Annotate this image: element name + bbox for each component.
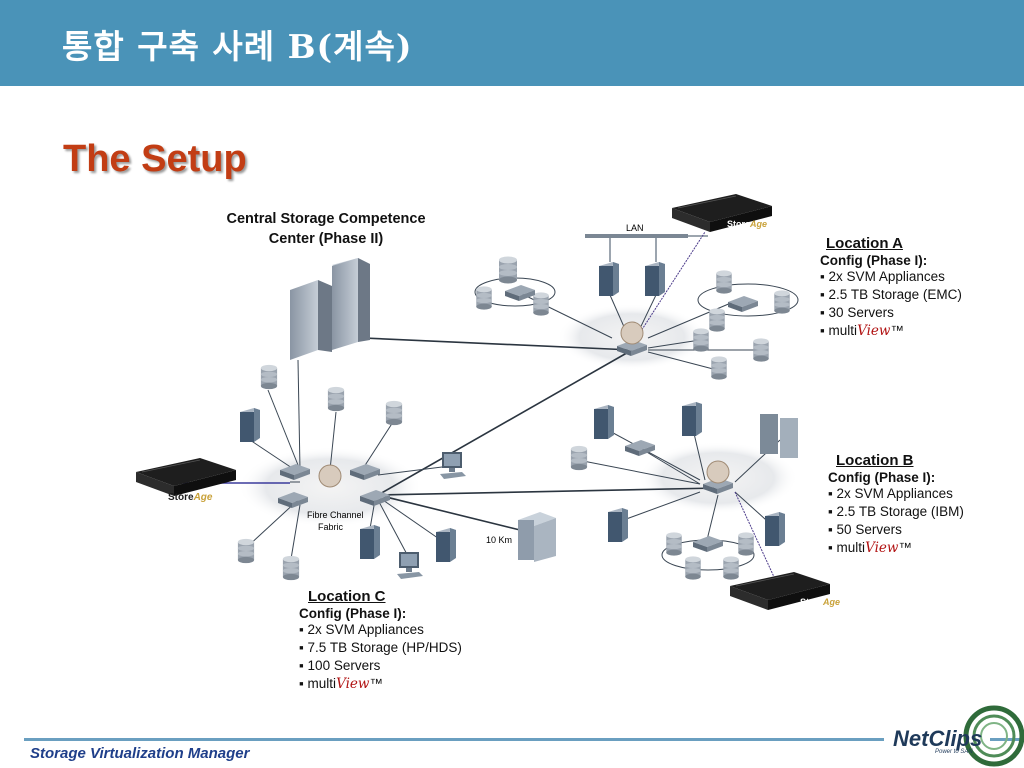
storage-icon	[570, 445, 588, 471]
location-a-list: 2x SVM Appliances 2.5 TB Storage (EMC) 3…	[820, 268, 962, 340]
storage-icon	[666, 532, 682, 556]
server-icon	[360, 525, 380, 559]
list-item: multiView™	[299, 675, 462, 693]
list-item: multiView™	[828, 539, 964, 557]
building-icon	[290, 280, 318, 360]
list-item: 7.5 TB Storage (HP/HDS)	[299, 639, 462, 657]
storeage-appliance-icon	[136, 458, 236, 497]
location-a-devices	[476, 194, 790, 380]
list-item: 2x SVM Appliances	[820, 268, 962, 286]
list-item: 50 Servers	[828, 521, 964, 539]
location-c-config: Config (Phase I):	[299, 606, 407, 621]
location-c-list: 2x SVM Appliances 7.5 TB Storage (HP/HDS…	[299, 621, 462, 693]
server-icon	[240, 408, 260, 442]
storage-icon	[753, 338, 769, 362]
storage-rack-icon	[780, 418, 798, 458]
server-icon	[682, 402, 702, 436]
location-b-info: Location B Config (Phase I): 2x SVM Appl…	[828, 452, 964, 557]
central-devices	[136, 258, 556, 581]
fabric-label-2: Fabric	[318, 522, 344, 532]
title-bar: 통합 구축 사례 B(계속)	[0, 0, 1024, 86]
storage-icon	[738, 532, 754, 556]
storage-icon	[237, 538, 255, 564]
switch-icon	[728, 296, 758, 312]
location-a-info: Location A Config (Phase I): 2x SVM Appl…	[820, 235, 962, 340]
storage-icon	[685, 556, 701, 580]
storage-icon	[327, 386, 345, 412]
list-item: 2x SVM Appliances	[828, 485, 964, 503]
storage-icon	[723, 556, 739, 580]
list-item: multiView™	[820, 322, 962, 340]
storage-icon	[711, 356, 727, 380]
storage-icon	[385, 400, 403, 426]
server-icon	[599, 262, 619, 296]
list-item: 2x SVM Appliances	[299, 621, 462, 639]
building-icon	[332, 258, 358, 350]
list-item: 100 Servers	[299, 657, 462, 675]
location-b-title: Location B	[836, 452, 914, 469]
svm-hub-icon	[318, 464, 342, 488]
workstation-icon	[397, 552, 423, 579]
workstation-icon	[440, 452, 466, 479]
fabric-label-1: Fibre Channel	[307, 510, 364, 520]
server-icon	[608, 508, 628, 542]
server-icon	[765, 512, 785, 546]
location-b-list: 2x SVM Appliances 2.5 TB Storage (IBM) 5…	[828, 485, 964, 557]
location-a-config: Config (Phase I):	[820, 253, 928, 268]
switch-icon	[693, 536, 723, 552]
remote-building-icon	[518, 520, 534, 560]
list-item: 2.5 TB Storage (EMC)	[820, 286, 962, 304]
storage-icon	[533, 292, 549, 316]
storage-icon	[476, 286, 492, 310]
storage-icon	[282, 555, 300, 581]
storeage-label-central: StoreAge	[168, 492, 213, 503]
server-icon	[436, 528, 456, 562]
central-storage-line2: Center (Phase II)	[268, 231, 384, 247]
central-storage-label: Central Storage Competence Center (Phase…	[196, 209, 456, 249]
footer-divider	[24, 738, 884, 741]
list-item: 30 Servers	[820, 304, 962, 322]
location-c-info: Location C Config (Phase I): 2x SVM Appl…	[299, 588, 462, 693]
storeage-label-b: StoreAge	[800, 597, 840, 607]
location-b-config: Config (Phase I):	[828, 470, 936, 485]
storage-icon	[499, 256, 517, 284]
central-storage-line1: Central Storage Competence	[226, 211, 426, 227]
server-icon	[594, 405, 614, 439]
storage-icon	[774, 290, 790, 314]
svm-hub-icon	[620, 321, 644, 345]
storage-icon	[709, 308, 725, 332]
location-b-devices	[570, 402, 830, 611]
storage-icon	[260, 364, 278, 390]
list-item: 2.5 TB Storage (IBM)	[828, 503, 964, 521]
location-c-title: Location C	[308, 588, 386, 605]
storeage-label-a: StoreAge	[727, 219, 767, 229]
lan-bar: LAN	[585, 223, 708, 262]
storage-rack-icon	[760, 414, 778, 454]
subtitle: The Setup	[63, 138, 247, 180]
footer-title: Storage Virtualization Manager	[30, 745, 250, 762]
slide-title: 통합 구축 사례 B(계속)	[62, 27, 413, 66]
location-a-title: Location A	[826, 235, 903, 252]
logo-tagline: Power to SAN	[935, 749, 973, 755]
svm-hub-icon	[706, 460, 730, 484]
backbone-links	[317, 335, 719, 531]
server-icon	[645, 262, 665, 296]
storage-icon	[693, 328, 709, 352]
distance-label: 10 Km	[486, 535, 512, 545]
logo-name: NetClips	[893, 726, 983, 751]
netclips-logo-icon	[963, 705, 1024, 767]
lan-label: LAN	[626, 223, 644, 233]
storage-icon	[716, 270, 732, 294]
